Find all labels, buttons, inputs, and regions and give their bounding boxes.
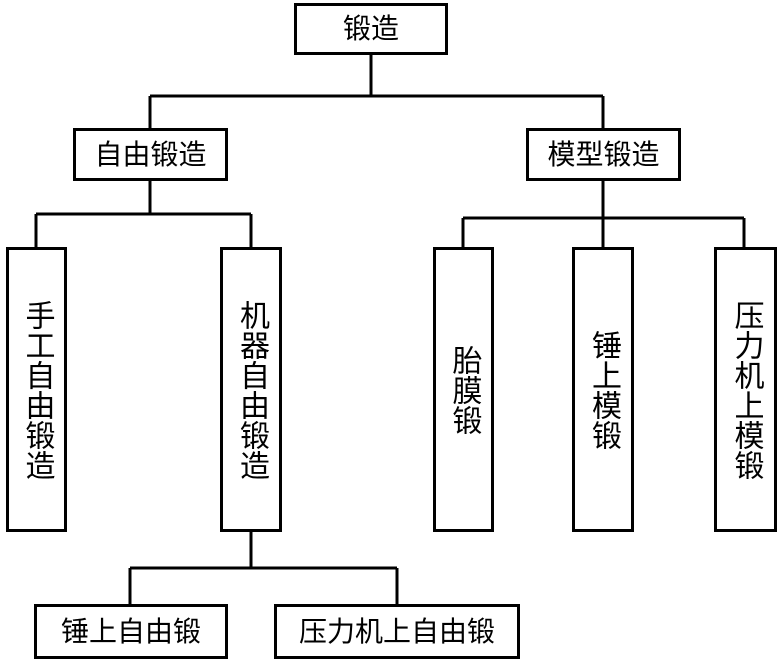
manual-free-forging-node: 手工自由锻造	[6, 247, 67, 532]
hammer-free-forging-node: 锤上自由锻	[34, 604, 228, 659]
root-node: 锻造	[294, 3, 448, 55]
free-forging-node: 自由锻造	[73, 128, 228, 181]
root-label: 锻造	[342, 12, 399, 45]
press-die-forging-label: 压力机上模锻	[728, 299, 764, 480]
tire-die-forging-label: 胎膜锻	[446, 344, 482, 435]
tire-die-forging-node: 胎膜锻	[433, 247, 494, 532]
die-forging-label: 模型锻造	[547, 137, 660, 171]
press-die-forging-node: 压力机上模锻	[714, 247, 777, 532]
machine-free-forging-node: 机器自由锻造	[220, 247, 282, 532]
manual-free-forging-label: 手工自由锻造	[19, 299, 55, 480]
hammer-free-forging-label: 锤上自由锻	[60, 614, 201, 648]
machine-free-forging-label: 机器自由锻造	[234, 299, 269, 480]
hammer-die-forging-node: 锤上模锻	[572, 247, 634, 532]
die-forging-node: 模型锻造	[526, 128, 681, 181]
hammer-die-forging-label: 锤上模锻	[586, 329, 621, 450]
press-free-forging-label: 压力机上自由锻	[298, 614, 495, 648]
free-forging-label: 自由锻造	[94, 137, 207, 171]
press-free-forging-node: 压力机上自由锻	[274, 604, 520, 659]
